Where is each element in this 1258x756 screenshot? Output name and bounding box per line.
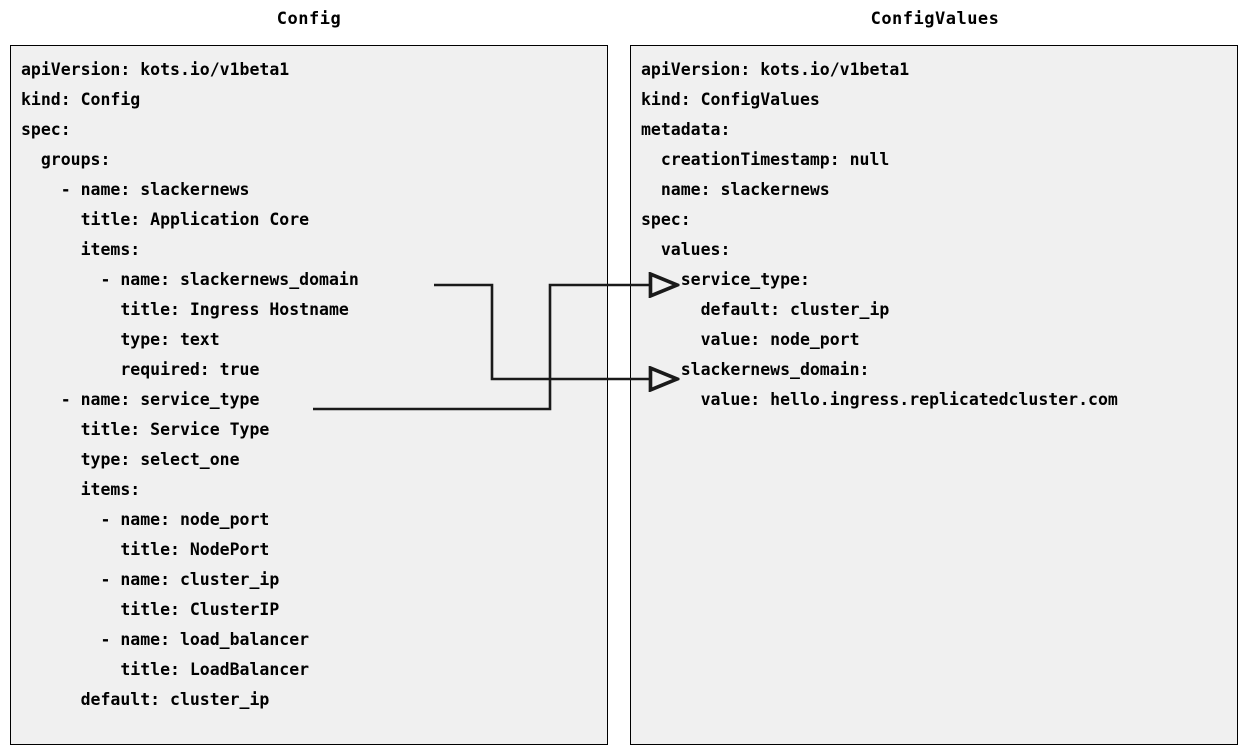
code-line: apiVersion: kots.io/v1beta1: [641, 60, 910, 79]
code-line: - name: service_type: [21, 390, 260, 409]
config-yaml-panel: apiVersion: kots.io/v1beta1 kind: Config s…: [10, 45, 608, 745]
code-line: title: Ingress Hostname: [21, 300, 349, 319]
code-line: spec:: [641, 210, 691, 229]
code-line: name: slackernews: [641, 180, 830, 199]
configvalues-panel-title: ConfigValues: [870, 9, 1000, 29]
code-line: apiVersion: kots.io/v1beta1: [21, 60, 290, 79]
code-line: kind: ConfigValues: [641, 90, 820, 109]
code-line: values:: [641, 240, 731, 259]
code-line: spec:: [21, 120, 71, 139]
config-panel-title: Config: [276, 9, 342, 29]
code-line: title: NodePort: [21, 540, 270, 559]
code-line: groups:: [21, 150, 111, 169]
code-line: title: Service Type: [21, 420, 270, 439]
code-line: items:: [21, 480, 141, 499]
configvalues-yaml-lines: apiVersion: kots.io/v1beta1 kind: ConfigV…: [631, 46, 1237, 744]
code-line: default: cluster_ip: [21, 690, 270, 709]
code-line: required: true: [21, 360, 260, 379]
code-line: kind: Config: [21, 90, 141, 109]
code-line: - name: cluster_ip: [21, 570, 280, 589]
code-line: title: Application Core: [21, 210, 310, 229]
code-line: title: LoadBalancer: [21, 660, 310, 679]
code-line: value: hello.ingress.replicatedcluster.c…: [641, 390, 1118, 409]
code-line: - name: node_port: [21, 510, 270, 529]
config-yaml-lines: apiVersion: kots.io/v1beta1 kind: Config s…: [11, 46, 607, 744]
code-line: service_type:: [641, 270, 810, 289]
code-line: value: node_port: [641, 330, 860, 349]
code-line: slackernews_domain:: [641, 360, 870, 379]
code-line: creationTimestamp: null: [641, 150, 890, 169]
code-line: - name: slackernews: [21, 180, 250, 199]
code-line: metadata:: [641, 120, 731, 139]
code-line: items:: [21, 240, 141, 259]
code-line: type: select_one: [21, 450, 240, 469]
configvalues-yaml-panel: apiVersion: kots.io/v1beta1 kind: ConfigV…: [630, 45, 1238, 745]
code-line: type: text: [21, 330, 220, 349]
code-line: default: cluster_ip: [641, 300, 890, 319]
code-line: - name: slackernews_domain: [21, 270, 359, 289]
code-line: - name: load_balancer: [21, 630, 310, 649]
code-line: title: ClusterIP: [21, 600, 280, 619]
